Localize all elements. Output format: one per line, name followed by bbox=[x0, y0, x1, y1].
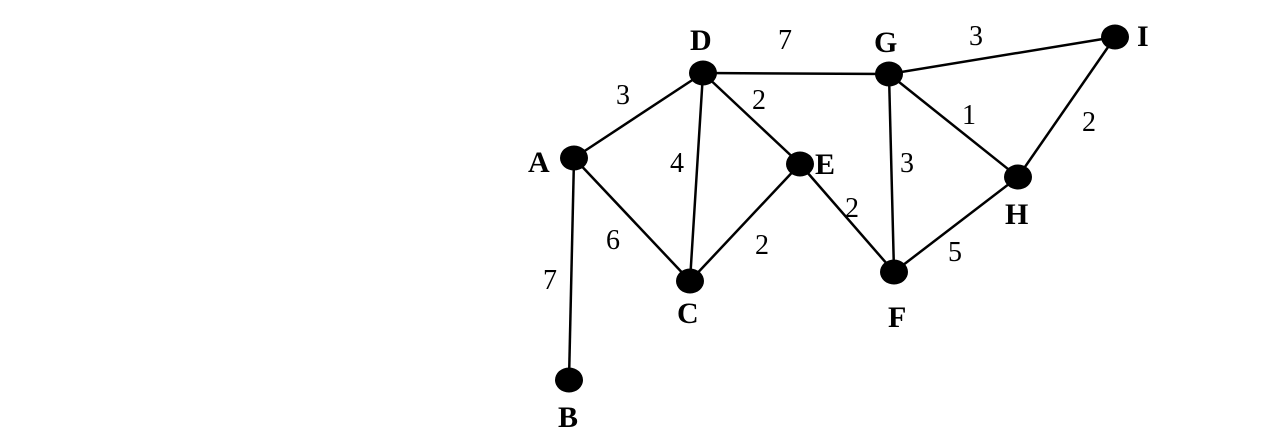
edge-weight-a-b: 7 bbox=[543, 265, 557, 296]
edge-d-e bbox=[702, 72, 801, 165]
edge-weight-g-f: 3 bbox=[900, 148, 914, 179]
edge-a-b bbox=[567, 157, 576, 381]
node-label-c: C bbox=[677, 297, 699, 330]
node-label-b: B bbox=[558, 401, 578, 429]
node-a bbox=[560, 145, 588, 171]
edge-f-h bbox=[893, 176, 1019, 273]
edge-e-f bbox=[799, 163, 895, 273]
edge-a-d bbox=[573, 71, 704, 160]
edges-layer bbox=[567, 35, 1117, 381]
edge-weight-d-c: 4 bbox=[670, 148, 684, 179]
node-label-a: A bbox=[528, 146, 550, 179]
node-g bbox=[875, 61, 903, 87]
node-label-g: G bbox=[874, 26, 897, 59]
edge-d-c bbox=[688, 72, 705, 282]
node-f bbox=[880, 259, 908, 285]
edge-weight-a-d: 3 bbox=[616, 80, 630, 111]
edge-weight-f-h: 5 bbox=[948, 237, 962, 268]
edge-weight-d-g: 7 bbox=[778, 25, 792, 56]
node-label-h: H bbox=[1005, 198, 1028, 231]
edge-weight-g-h: 1 bbox=[962, 100, 976, 131]
node-label-f: F bbox=[888, 301, 906, 334]
node-i bbox=[1101, 24, 1129, 50]
nodes-layer bbox=[555, 24, 1129, 393]
edge-g-h bbox=[888, 73, 1019, 178]
node-h bbox=[1004, 164, 1032, 190]
edge-weight-c-e: 2 bbox=[755, 230, 769, 261]
edge-c-e bbox=[689, 163, 801, 282]
edge-weight-d-e: 2 bbox=[752, 85, 766, 116]
edge-g-f bbox=[887, 73, 896, 273]
node-label-d: D bbox=[690, 24, 712, 57]
node-e bbox=[786, 151, 814, 177]
edge-d-g bbox=[702, 71, 890, 76]
edge-weight-e-f: 2 bbox=[845, 193, 859, 224]
node-d bbox=[689, 60, 717, 86]
node-b bbox=[555, 367, 583, 393]
edge-g-i bbox=[888, 35, 1116, 76]
edge-i-h bbox=[1016, 36, 1117, 178]
edge-weight-i-h: 2 bbox=[1082, 107, 1096, 138]
edge-weight-g-i: 3 bbox=[969, 21, 983, 52]
edge-a-c bbox=[573, 157, 691, 282]
node-label-e: E bbox=[815, 148, 835, 181]
node-c bbox=[676, 268, 704, 294]
node-label-i: I bbox=[1137, 20, 1149, 53]
edge-weight-a-c: 6 bbox=[606, 225, 620, 256]
